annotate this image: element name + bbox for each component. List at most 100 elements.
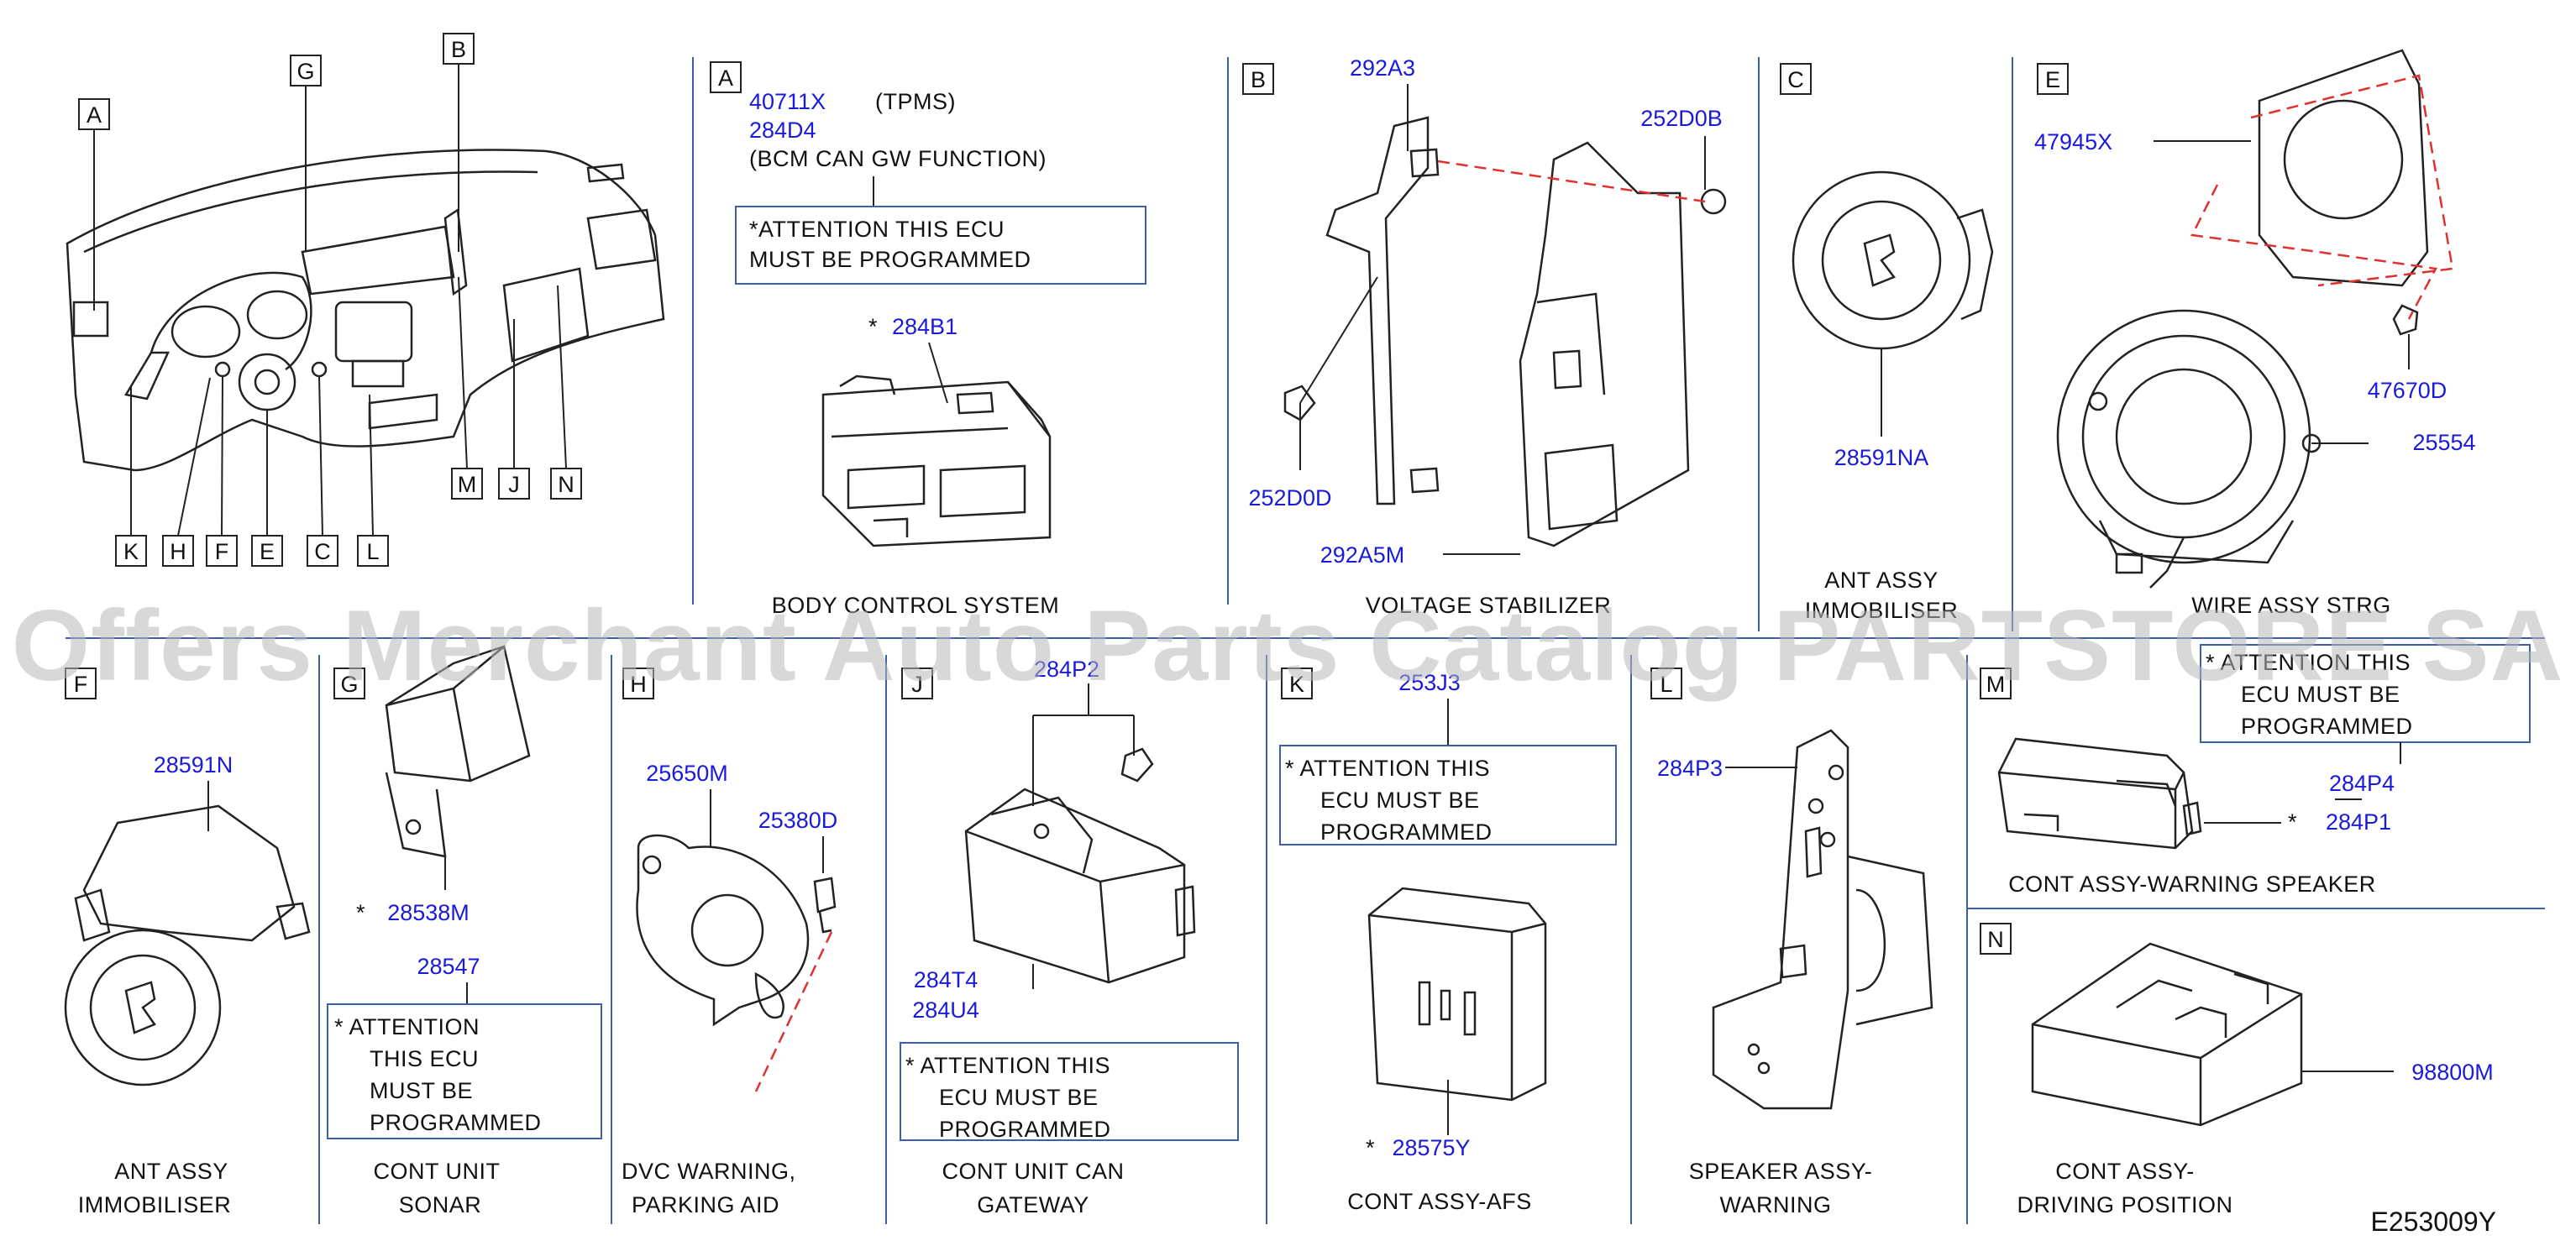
part-number: 284P2 [1034,657,1099,682]
part-number: 28575Y [1392,1135,1470,1160]
callout-H: H [162,377,211,567]
section-title: CONT ASSY-WARNING SPEAKER [2008,872,2376,897]
part-number: 25380D [758,808,838,833]
section-title: IMMOBILISER [78,1192,232,1217]
attention-box [327,1003,602,1139]
part-number: 284D4 [749,118,816,143]
part-number: 25650M [646,761,728,786]
callout-C: C [307,375,338,567]
part-number: 292A3 [1350,55,1415,81]
section-M: M * ATTENTION THIS ECU MUST BE PROGRAMME… [1980,644,2531,897]
attention-box [900,1042,1239,1141]
section-letter: F [74,672,88,697]
overview-callouts: A G B K H F E [78,33,582,567]
svg-text:G: G [296,59,314,84]
star-mark: * [2288,809,2297,835]
part-number: 47670D [2368,378,2447,403]
callout-J: J [498,319,530,500]
part-number: 284B1 [892,314,957,339]
part-number: 28591N [154,752,233,777]
section-L: L 284P3 SPEAKER ASSY- WARNING [1650,668,1933,1217]
part-number: 292A5M [1320,542,1405,568]
attention-text: * ATTENTION [334,1014,480,1039]
section-title: SONAR [399,1192,482,1217]
section-letter: M [1986,672,2006,697]
attention-box [1279,745,1617,846]
section-letter: H [630,672,647,697]
sonar-unit-drawing [385,645,531,858]
svg-text:F: F [215,539,229,564]
section-title: ANT ASSY [1824,568,1939,593]
section-G: G * 28538M 28547 * ATTENTION THIS ECU MU… [327,645,602,1217]
section-title: DVC WARNING, [622,1159,796,1184]
section-C: C 28591NA ANT ASSY IMMOBILISER [1780,63,1994,623]
svg-text:M: M [458,472,477,497]
star-mark: * [1366,1135,1375,1160]
svg-text:B: B [451,37,466,62]
callout-K: K [115,386,147,567]
section-letter: N [1987,927,2004,952]
section-J: J 284P2 284T4 284U4 * ATTENTION THIS ECU… [900,657,1239,1217]
part-number: 252D0B [1640,106,1723,131]
svg-text:J: J [508,472,520,497]
section-letter: C [1787,67,1804,92]
svg-text:K: K [123,539,139,564]
section-title: VOLTAGE STABILIZER [1366,593,1612,618]
afs-unit-drawing [1367,887,1547,1102]
section-letter: B [1251,67,1266,92]
svg-text:L: L [366,539,379,564]
section-title: CONT UNIT CAN [942,1159,1124,1184]
section-title: IMMOBILISER [1805,598,1959,623]
section-letter: L [1660,672,1672,697]
part-number: 25554 [2412,430,2475,455]
callout-L: L [357,394,389,567]
part-number: 28538M [387,900,470,925]
part-number: 98800M [2411,1060,2494,1085]
attention-box [2200,644,2531,743]
attention-text: PROGRAMMED [370,1110,542,1135]
svg-text:C: C [314,539,331,564]
part-number: 284U4 [912,997,979,1023]
section-letter: G [340,672,358,697]
section-title: CONT ASSY-AFS [1347,1189,1532,1214]
attention-text: * ATTENTION THIS [1285,756,1490,781]
svg-text:N: N [558,472,574,497]
callout-A: A [78,98,110,311]
part-number: 284P1 [2326,809,2391,835]
callout-M: M [451,276,483,500]
part-number: 252D0D [1248,485,1331,510]
section-H: H 25650M 25380D DVC WARNING, PARKING AID [622,668,837,1217]
attention-text: * ATTENTION THIS [905,1053,1110,1078]
warning-speaker-drawing [1997,737,2202,850]
section-F: F 28591N ANT ASSY IMMOBILISER [64,668,311,1217]
section-title: ANT ASSY [114,1159,228,1184]
part-note: (BCM CAN GW FUNCTION) [749,146,1047,171]
part-number: 28547 [417,954,480,979]
attention-text: MUST BE [370,1078,473,1103]
section-title: WARNING [1720,1192,1832,1217]
bcm-module-drawing [821,374,1052,547]
section-title: PARKING AID [632,1192,779,1217]
section-title: GATEWAY [977,1192,1089,1217]
section-title: SPEAKER ASSY- [1689,1159,1873,1184]
section-letter: E [2045,67,2060,92]
attention-text: PROGRAMMED [2241,714,2413,739]
attention-box [735,206,1146,285]
attention-text: *ATTENTION THIS ECU [749,217,1005,242]
attention-text: MUST BE PROGRAMMED [749,247,1031,272]
stabilizer-drawing [1283,116,1727,547]
clock-spring-drawing [2056,49,2429,589]
attention-text: PROGRAMMED [1320,819,1493,845]
callout-B: B [443,33,475,252]
attention-text: THIS ECU [370,1046,479,1071]
section-title: WIRE ASSY STRG [2191,593,2391,618]
section-K: K 253J3 * ATTENTION THIS ECU MUST BE PRO… [1279,668,1617,1214]
watermark: Offers Merchant Auto Parts Catalog PARTS… [12,589,2564,702]
svg-text:A: A [87,102,102,128]
attention-text: ECU MUST BE [939,1085,1099,1110]
speaker-bracket-drawing [1712,729,1933,1110]
section-E: E 47945X 47670D 25554 WIRE ASSY STRG [2034,49,2476,618]
callout-G: G [290,55,322,252]
section-B: B 292A3 252D0B 252D0D 292A5M VOLTAGE STA… [1242,55,1727,618]
